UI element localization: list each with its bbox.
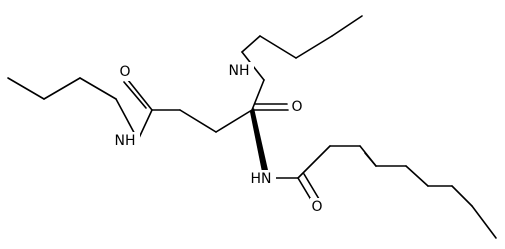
bond <box>179 109 217 133</box>
bond <box>405 165 429 187</box>
bond <box>295 35 333 59</box>
bond <box>251 79 265 111</box>
bond <box>471 205 497 239</box>
bond <box>241 35 261 53</box>
atom-label-background <box>246 170 276 188</box>
bond <box>7 77 45 100</box>
amide-hn-label: HN <box>251 171 272 187</box>
bond <box>79 77 117 100</box>
atom-label-background <box>118 63 132 81</box>
bond <box>259 35 297 59</box>
oxygen-label: O <box>311 199 322 215</box>
atom-label-background <box>310 198 324 216</box>
bond <box>43 77 81 100</box>
bond <box>364 152 377 167</box>
bond <box>123 81 147 109</box>
oxygen-label: O <box>291 99 302 115</box>
bond <box>297 145 331 179</box>
stereo-wedge-bond <box>250 108 268 172</box>
atom-label-background <box>110 132 140 150</box>
bond <box>331 15 363 37</box>
bond <box>137 109 153 141</box>
bond <box>127 79 153 111</box>
atom-label-background <box>224 62 254 80</box>
bond <box>215 109 253 133</box>
atom-label-background <box>290 98 304 116</box>
amide-nh-label: NH <box>115 133 136 149</box>
amide-nh-label: NH <box>229 63 250 79</box>
bond <box>451 185 473 207</box>
oxygen-label: O <box>119 64 130 80</box>
